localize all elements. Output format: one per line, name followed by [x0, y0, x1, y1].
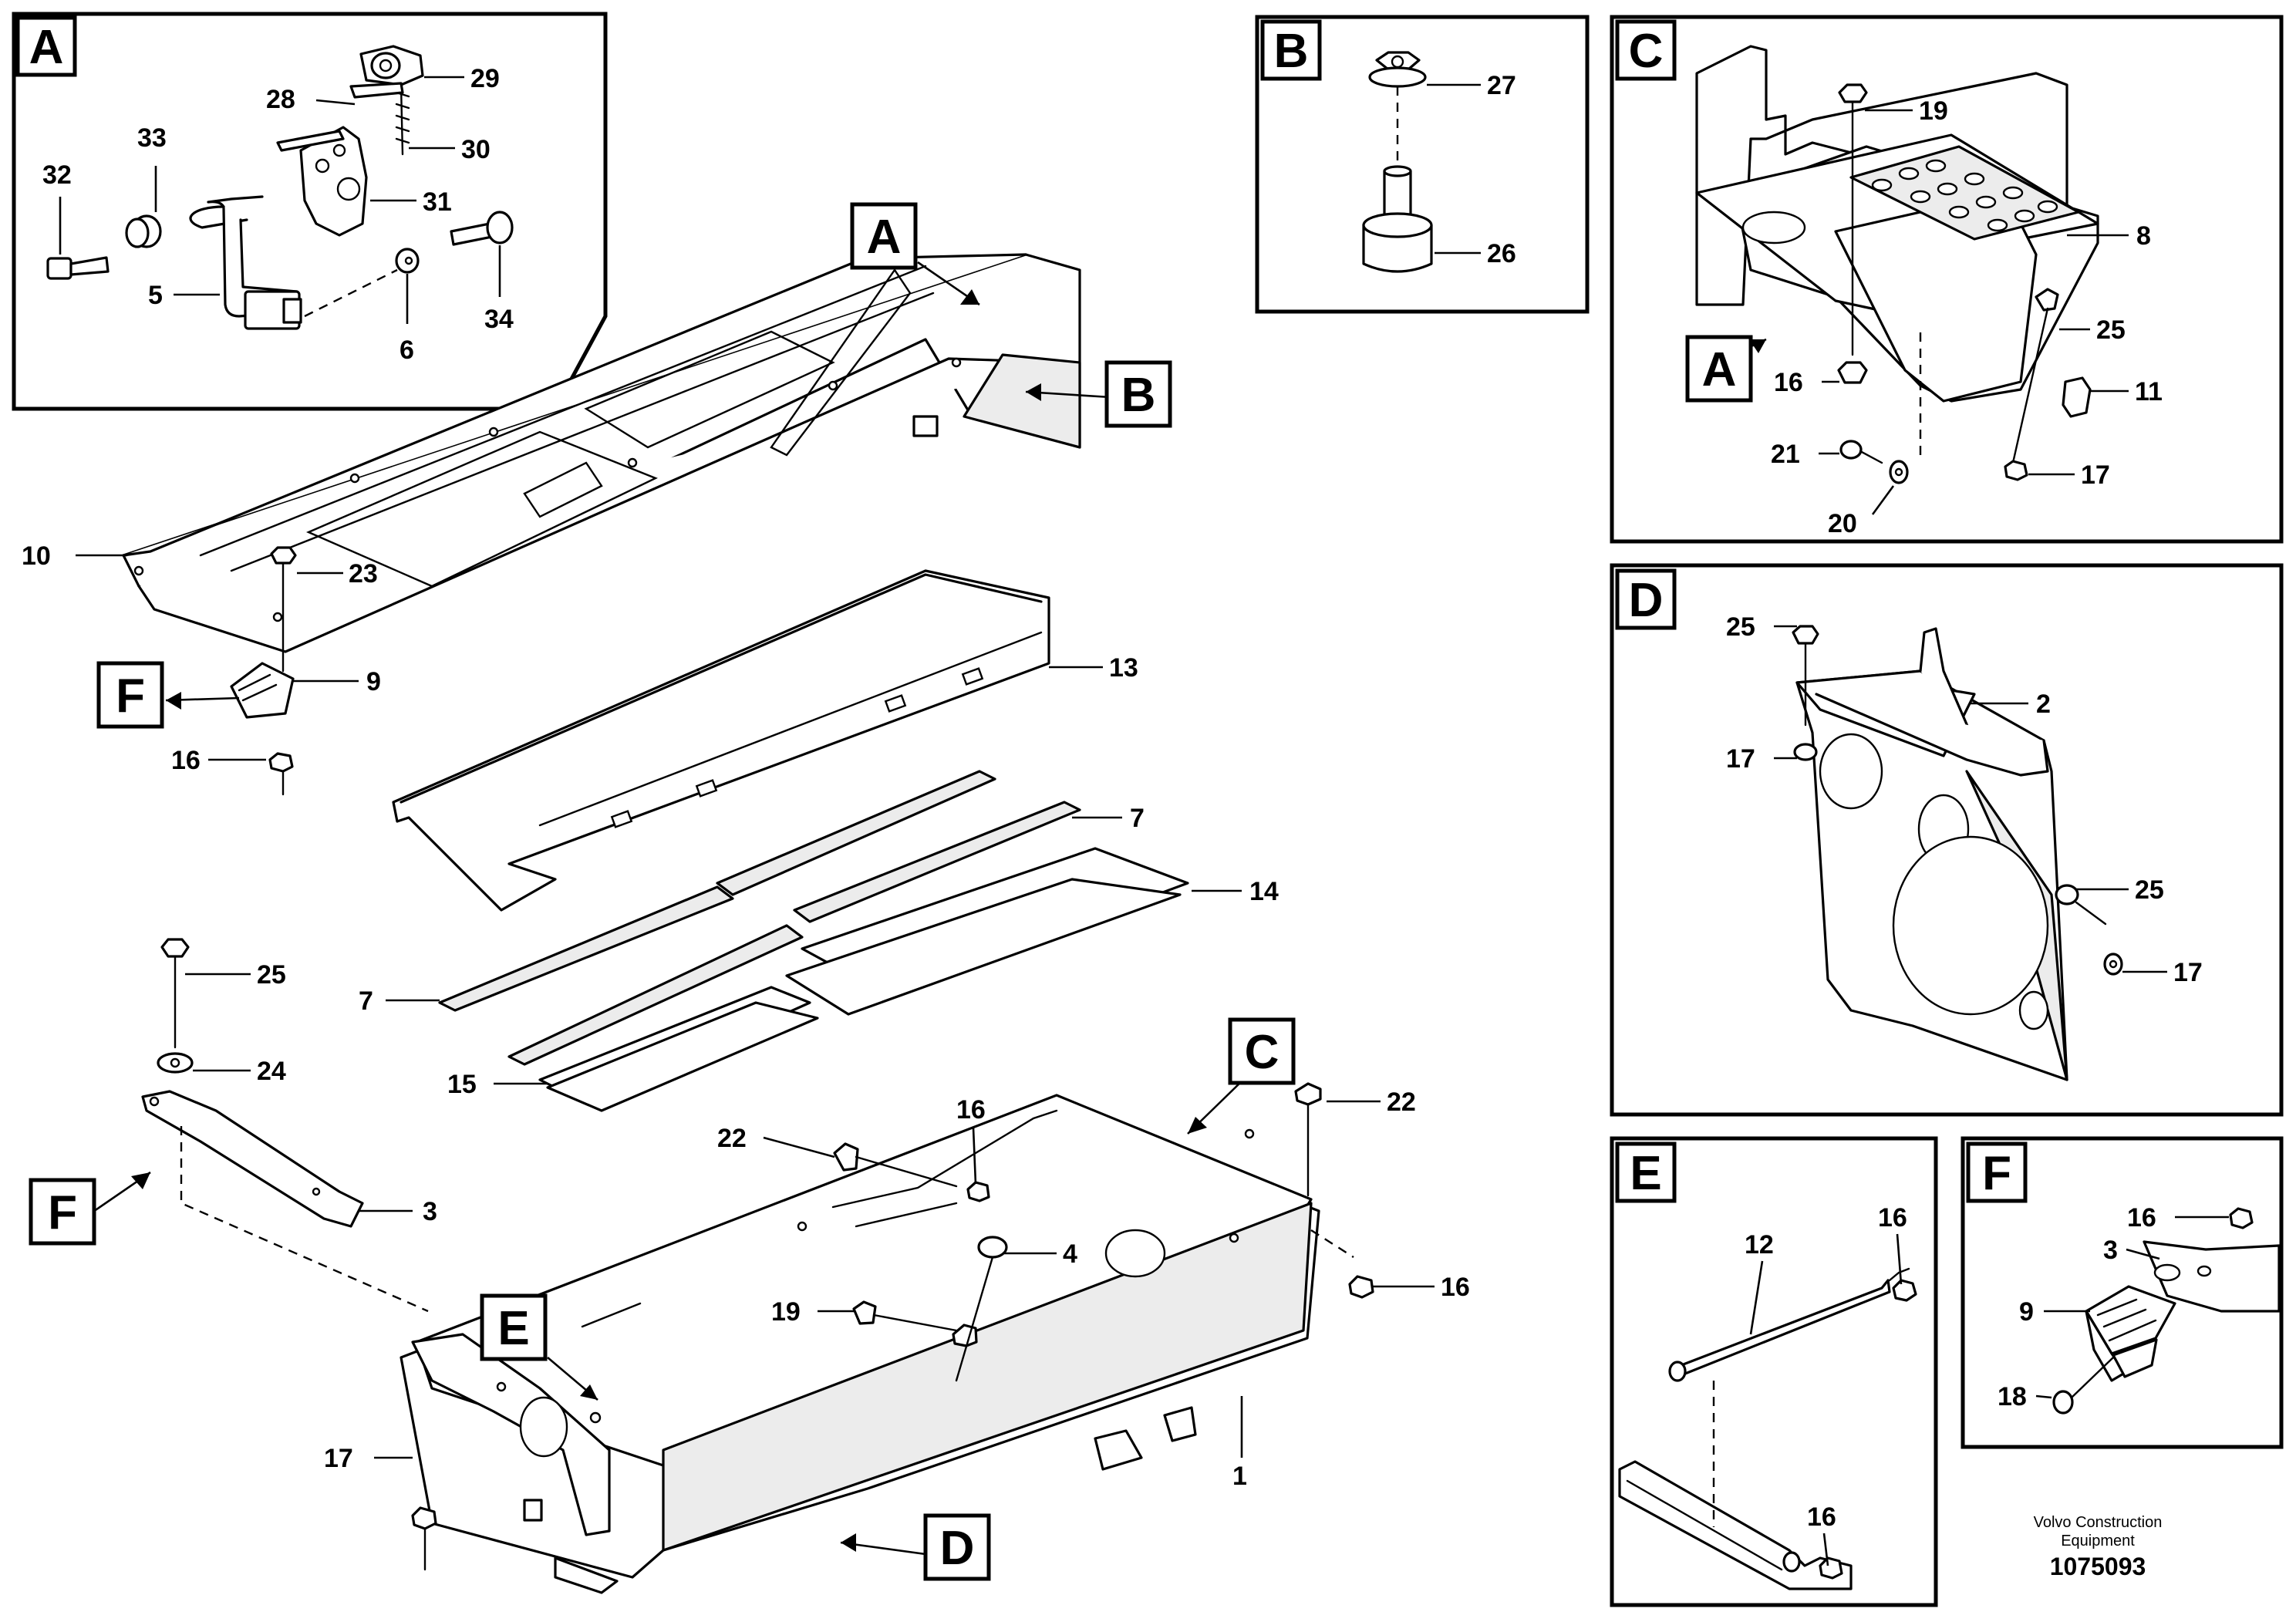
callout-d-2: 2: [2036, 690, 2051, 719]
callout-main-1: 1: [1232, 1462, 1247, 1491]
callout-c-21: 21: [1771, 440, 1800, 469]
badge-D-main-label: D: [940, 1522, 975, 1575]
detail-frame-C: [1610, 15, 2284, 544]
callout-c-19: 19: [1919, 96, 1948, 126]
badge-B-main: B: [1104, 360, 1172, 428]
detail-f-drawing: [2052, 1207, 2281, 1415]
callout-main-14: 14: [1249, 877, 1279, 906]
callout-a-5: 5: [148, 281, 163, 310]
detail-c-drawing: [1695, 45, 2099, 484]
badge-A-frame-label: A: [29, 21, 64, 74]
badge-A-main-label: A: [867, 211, 902, 264]
badge-C-main-label: C: [1245, 1026, 1279, 1079]
callout-main-9: 9: [366, 667, 381, 696]
badge-B-frame: B: [1260, 19, 1322, 81]
callout-e-12: 12: [1745, 1230, 1774, 1259]
badge-E-frame-label: E: [1630, 1147, 1661, 1200]
callout-c-25: 25: [2096, 315, 2126, 345]
callout-c-16: 16: [1774, 368, 1803, 397]
detail-a-drawing: [46, 45, 514, 330]
callout-c-20: 20: [1828, 509, 1857, 538]
callout-main-3: 3: [423, 1197, 437, 1226]
callout-f-16: 16: [2127, 1203, 2156, 1233]
callout-main-24: 24: [257, 1057, 286, 1086]
badge-A-main: A: [850, 202, 918, 270]
drawing-number: 1075093: [2050, 1553, 2146, 1580]
callout-a-33: 33: [137, 123, 167, 153]
callout-main-23: 23: [349, 559, 378, 588]
detail-d-drawing: [1792, 625, 2123, 1081]
badge-E-frame: E: [1615, 1141, 1677, 1203]
callout-main-16a: 16: [171, 746, 201, 775]
detail-b-drawing: [1362, 51, 1433, 273]
footer-company-line1: Volvo Construction: [2034, 1514, 2163, 1531]
callout-f-3: 3: [2103, 1236, 2118, 1265]
detail-frame-F: [1961, 1136, 2284, 1449]
callout-main-16c: 16: [1441, 1273, 1470, 1302]
badge-A-detail-c: A: [1685, 335, 1753, 403]
callout-a-32: 32: [42, 160, 72, 190]
callout-main-22a: 22: [717, 1124, 747, 1153]
leader-lines: [59, 76, 2229, 1566]
callout-main-13: 13: [1109, 653, 1138, 683]
badge-D-frame: D: [1615, 568, 1677, 630]
callout-b-27: 27: [1487, 71, 1516, 100]
callout-main-15: 15: [447, 1070, 477, 1099]
callout-a-34: 34: [484, 305, 514, 334]
callout-d-17b: 17: [2173, 958, 2203, 987]
detail-frame-A: [12, 12, 608, 411]
badge-F-main-bottom-label: F: [48, 1186, 77, 1239]
badge-C-frame: C: [1615, 19, 1677, 81]
badge-A-frame: A: [15, 15, 77, 77]
badge-D-frame-label: D: [1629, 574, 1664, 627]
badge-F-main-top-label: F: [116, 669, 145, 723]
callout-main-4: 4: [1063, 1239, 1077, 1269]
callout-d-17a: 17: [1726, 744, 1755, 774]
badge-F-main-bottom: F: [29, 1178, 96, 1246]
callout-main-17: 17: [324, 1444, 353, 1473]
badge-E-main: E: [480, 1293, 548, 1361]
callout-main-16b: 16: [956, 1095, 986, 1125]
badge-F-main-top: F: [96, 661, 164, 729]
badge-F-frame-label: F: [1982, 1147, 2011, 1200]
callout-main-10: 10: [22, 541, 51, 571]
badge-D-main: D: [923, 1513, 991, 1581]
callout-e-16b: 16: [1807, 1502, 1836, 1532]
callout-a-30: 30: [461, 135, 491, 164]
callout-main-7a: 7: [1130, 804, 1145, 833]
badge-pointers: [88, 261, 1767, 1556]
badge-C-frame-label: C: [1629, 25, 1664, 78]
detail-e-drawing: [1618, 1267, 1917, 1590]
callout-main-25: 25: [257, 960, 286, 990]
badge-E-main-label: E: [497, 1302, 529, 1355]
callout-a-31: 31: [423, 187, 452, 217]
badge-C-main: C: [1228, 1017, 1296, 1085]
callout-b-26: 26: [1487, 239, 1516, 268]
badge-B-frame-label: B: [1274, 25, 1309, 78]
callout-f-9: 9: [2019, 1297, 2034, 1327]
callout-c-11: 11: [2135, 377, 2163, 406]
detail-frame-D: [1610, 563, 2284, 1117]
badge-A-detail-c-label: A: [1702, 343, 1737, 396]
badge-F-frame: F: [1966, 1141, 2028, 1203]
footer-block: Volvo Construction Equipment 1075093: [2034, 1514, 2163, 1580]
badge-B-main-label: B: [1121, 369, 1156, 422]
callout-main-19: 19: [771, 1297, 801, 1327]
callout-main-7b: 7: [359, 986, 373, 1016]
callout-main-22b: 22: [1387, 1088, 1416, 1117]
callout-f-18: 18: [1998, 1382, 2027, 1411]
callout-c-17: 17: [2081, 460, 2110, 490]
main-assembly-drawing: [122, 253, 1374, 1594]
callout-a-29: 29: [470, 64, 500, 93]
callout-e-16a: 16: [1878, 1203, 1907, 1233]
footer-company-line2: Equipment: [2061, 1533, 2135, 1549]
callout-a-28: 28: [266, 85, 295, 114]
detail-frame-B: [1255, 15, 1590, 314]
callout-d-25a: 25: [1726, 612, 1755, 642]
callout-c-8: 8: [2136, 221, 2151, 251]
callout-a-6: 6: [400, 336, 414, 365]
detail-frame-E: [1610, 1136, 1938, 1607]
callout-d-25b: 25: [2135, 875, 2164, 905]
